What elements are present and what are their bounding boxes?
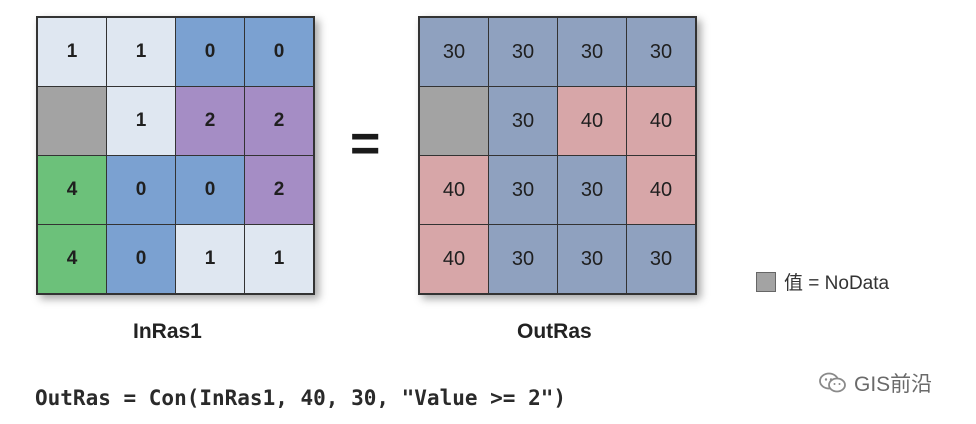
out-raster-cell: 30 (627, 225, 695, 293)
in-raster-cell: 1 (107, 87, 175, 155)
out-raster-cell: 40 (627, 87, 695, 155)
formula-text: OutRas = Con(InRas1, 40, 30, "Value >= 2… (35, 386, 567, 410)
out-raster-cell: 30 (558, 156, 626, 224)
equals-sign: = (350, 115, 381, 173)
watermark-text: GIS前沿 (854, 373, 933, 396)
out-raster-cell: 30 (489, 87, 557, 155)
wechat-icon (818, 371, 848, 395)
out-raster-cell: 40 (627, 156, 695, 224)
in-raster-cell: 1 (176, 225, 244, 293)
in-raster-cell: 0 (245, 18, 313, 86)
nodata-cell (38, 87, 106, 155)
in-raster-cell: 0 (176, 18, 244, 86)
nodata-cell (420, 87, 488, 155)
in-raster-cell: 2 (245, 156, 313, 224)
in-raster-cell: 4 (38, 156, 106, 224)
out-raster-cell: 30 (558, 18, 626, 86)
in-raster-cell: 0 (107, 225, 175, 293)
nodata-swatch (756, 271, 776, 292)
out-raster-cell: 30 (627, 18, 695, 86)
out-raster-cell: 30 (489, 225, 557, 293)
out-raster-cell: 40 (420, 225, 488, 293)
input-raster-caption: InRas1 (133, 320, 202, 343)
legend-label: 值 = NoData (784, 273, 890, 294)
out-raster-cell: 30 (489, 18, 557, 86)
in-raster-cell: 0 (176, 156, 244, 224)
in-raster-cell: 2 (245, 87, 313, 155)
in-raster-cell: 0 (107, 156, 175, 224)
out-raster-cell: 40 (420, 156, 488, 224)
in-raster-cell: 4 (38, 225, 106, 293)
out-raster-cell: 30 (489, 156, 557, 224)
in-raster-cell: 1 (38, 18, 106, 86)
out-raster-cell: 30 (558, 225, 626, 293)
in-raster-cell: 1 (245, 225, 313, 293)
in-raster-cell: 1 (107, 18, 175, 86)
output-raster-caption: OutRas (517, 320, 592, 343)
legend: 值 = NoData (756, 268, 889, 295)
in-raster-cell: 2 (176, 87, 244, 155)
out-raster-cell: 40 (558, 87, 626, 155)
out-raster-cell: 30 (420, 18, 488, 86)
watermark: GIS前沿 (818, 368, 932, 398)
